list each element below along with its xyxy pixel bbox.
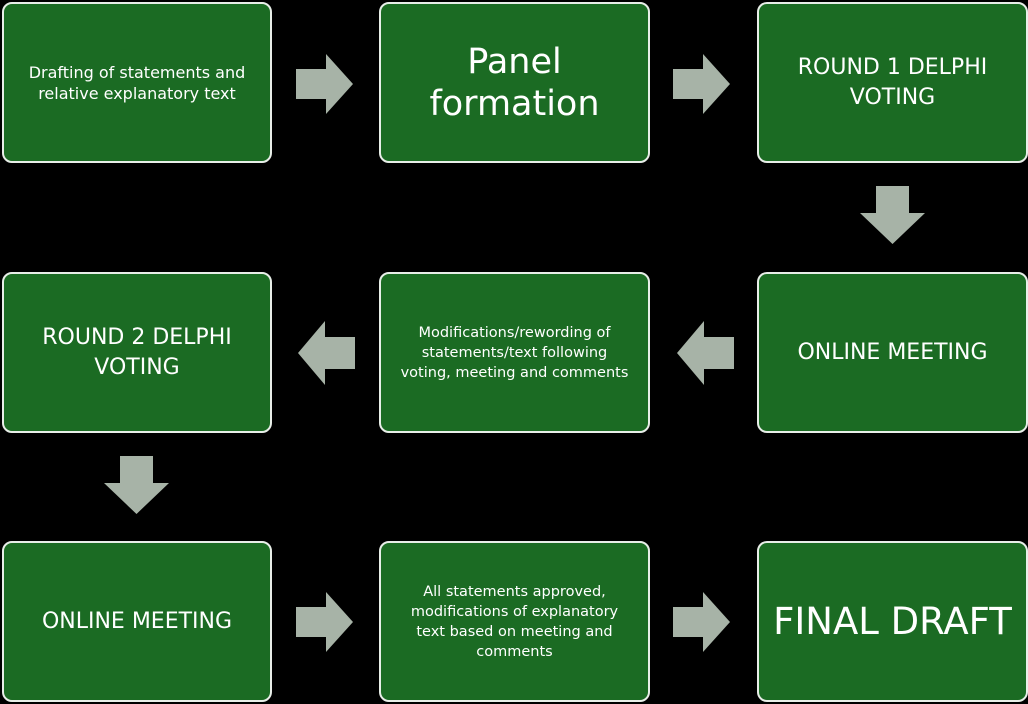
step-modifications-box: Modifications/rewording of statements/te… <box>379 272 650 433</box>
step-panel-formation-label: Panel formation <box>429 41 600 124</box>
step-modifications-label: Modifications/rewording of statements/te… <box>400 324 629 381</box>
step-drafting-label: Drafting of statements and relative expl… <box>28 62 246 103</box>
step-round1-voting-label: ROUND 1 DELPHI VOTING <box>797 54 988 110</box>
step-approved-box: All statements approved, modifications o… <box>379 541 650 702</box>
step-online-meeting-1-box: ONLINE MEETING <box>757 272 1028 433</box>
step-approved-label: All statements approved, modifications o… <box>410 583 619 660</box>
arrow-left-icon <box>677 321 734 385</box>
arrow-right-icon <box>296 54 353 114</box>
arrow-right-icon <box>296 592 353 652</box>
step-online-meeting-2-box: ONLINE MEETING <box>2 541 272 702</box>
step-online-meeting-2-label: ONLINE MEETING <box>41 608 233 634</box>
step-online-meeting-1-label: ONLINE MEETING <box>797 339 988 365</box>
arrow-left-icon <box>298 321 355 385</box>
step-final-draft-box: FINAL DRAFT <box>757 541 1028 702</box>
step-final-draft-label: FINAL DRAFT <box>773 599 1012 643</box>
arrow-down-icon <box>860 186 925 244</box>
step-round2-voting-label: ROUND 2 DELPHI VOTING <box>42 324 232 380</box>
step-round1-voting-box: ROUND 1 DELPHI VOTING <box>757 2 1028 163</box>
step-drafting-box: Drafting of statements and relative expl… <box>2 2 272 163</box>
step-panel-formation-box: Panel formation <box>379 2 650 163</box>
arrow-down-icon <box>104 456 169 514</box>
arrow-right-icon <box>673 54 730 114</box>
arrow-right-icon <box>673 592 730 652</box>
step-round2-voting-box: ROUND 2 DELPHI VOTING <box>2 272 272 433</box>
